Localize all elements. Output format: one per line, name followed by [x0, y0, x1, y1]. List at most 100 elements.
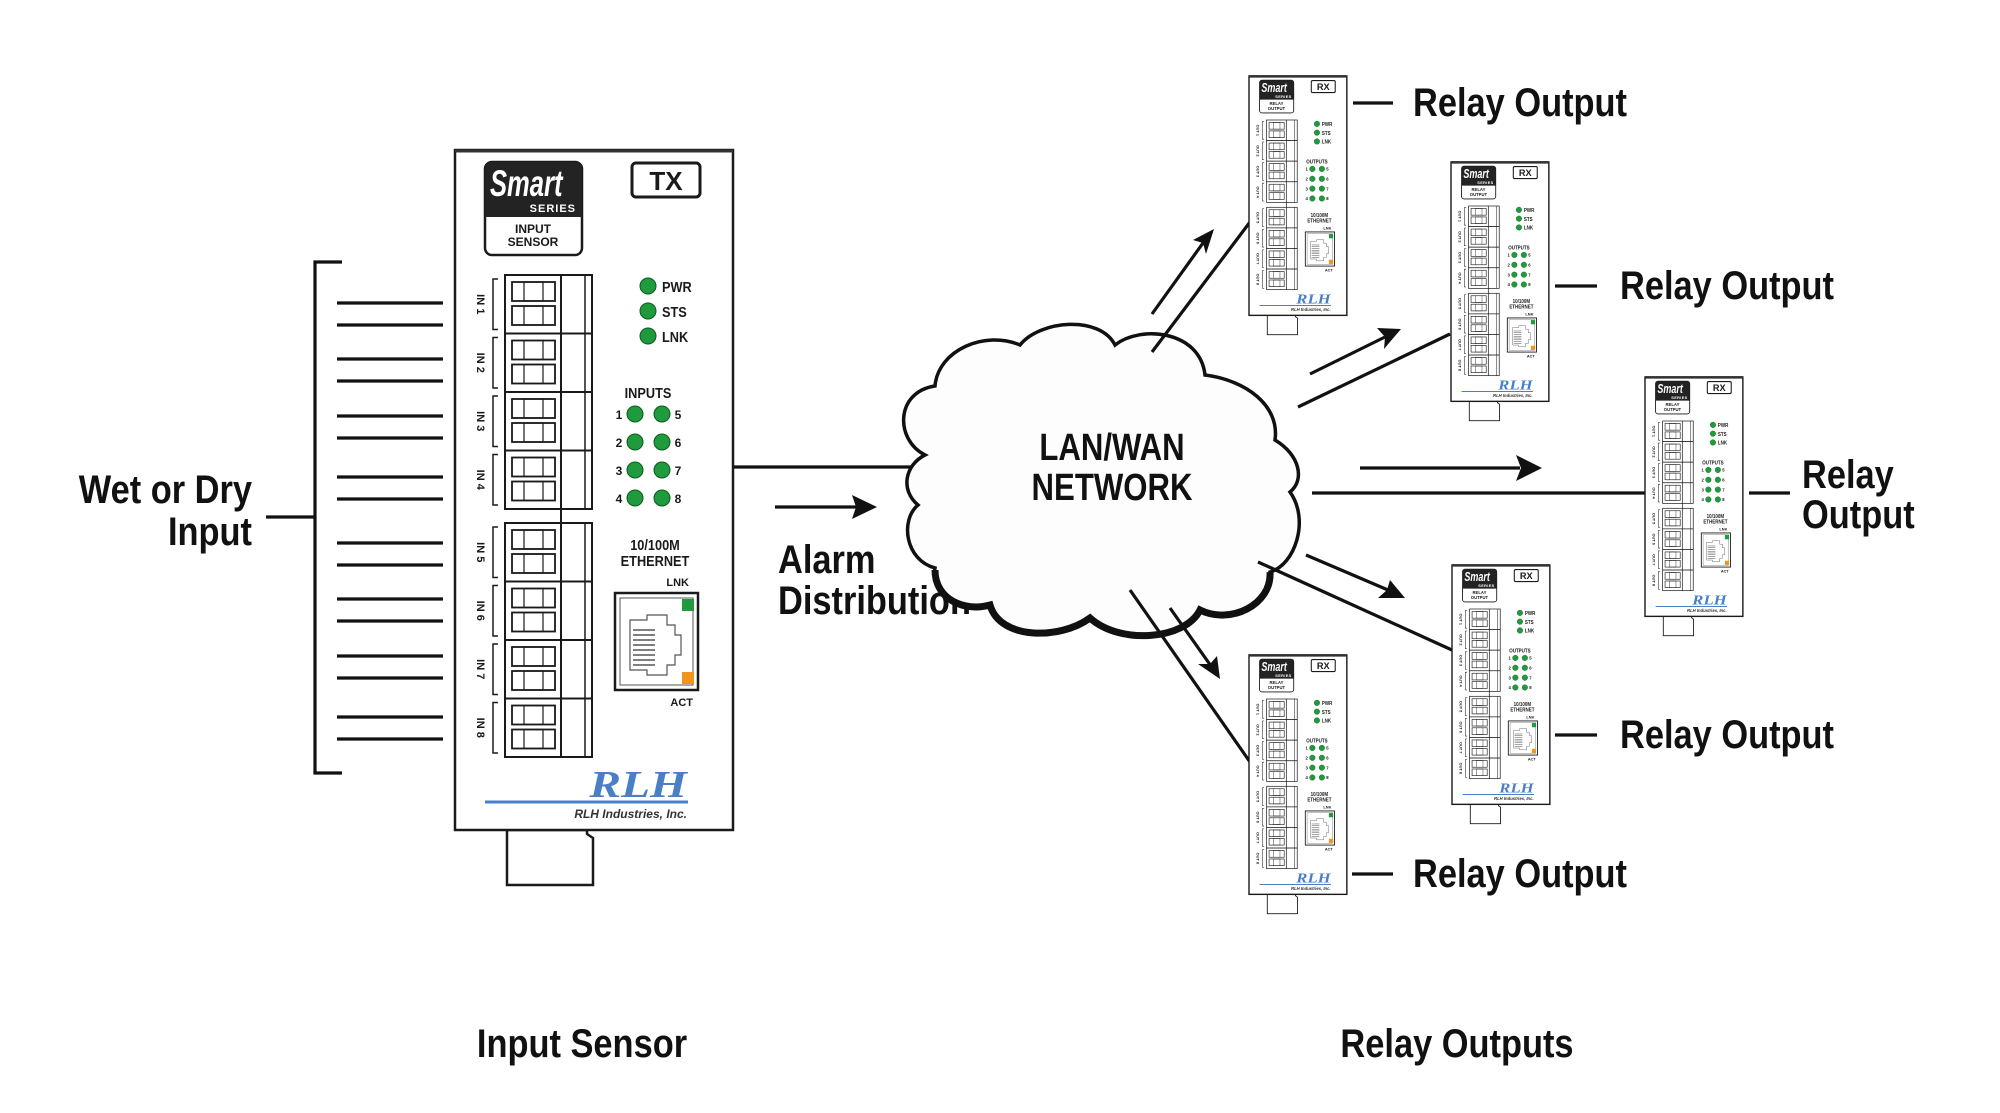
terminal-bracket: [1465, 738, 1468, 757]
terminal-bracket: [1465, 697, 1468, 716]
screw-slot: [511, 646, 556, 667]
io-led-icon: [1705, 466, 1712, 473]
io-led-icon: [1512, 684, 1519, 691]
terminal-4: IN 4: [474, 449, 593, 510]
io-led-icon: [1512, 664, 1519, 671]
led-label: PWR: [662, 278, 692, 295]
screw-slot: [1470, 237, 1487, 245]
terminal-bracket: [1658, 483, 1661, 503]
io-led-icon: [1705, 476, 1712, 483]
terminal-3: OUT 3: [1459, 649, 1501, 672]
io-number: 2: [1306, 756, 1309, 761]
io-led-icon: [1521, 684, 1528, 691]
port-led-label-lnk: LNK: [1526, 714, 1534, 719]
terminal-label: OUT 7: [1459, 742, 1464, 753]
screw-slot-inner: [1476, 640, 1484, 648]
screw-slot: [1664, 539, 1681, 547]
io-led-icon: [653, 461, 671, 479]
io-number: 3: [1306, 186, 1309, 191]
terminal-1: OUT 1: [1256, 119, 1298, 141]
screw-slot: [1470, 278, 1487, 286]
logo-series-text: SERIES: [1275, 94, 1291, 99]
io-number: 8: [1529, 685, 1532, 690]
screw-slot-inner: [523, 587, 544, 609]
terminal-label: OUT 4: [1458, 272, 1463, 284]
screw-slot: [511, 281, 556, 302]
screw-slot-inner: [1273, 279, 1281, 287]
terminal-4: OUT 4: [1652, 482, 1694, 504]
screw-slot-inner: [1669, 551, 1677, 559]
screw-slot: [1268, 809, 1285, 817]
screw-slot: [1664, 580, 1681, 588]
screw-slot-inner: [1273, 750, 1281, 758]
io-led-icon: [1309, 175, 1316, 182]
terminal-bracket: [1658, 530, 1661, 549]
led-sts-icon: [1313, 708, 1320, 715]
terminal-label: OUT 5: [1458, 298, 1463, 310]
terminal-bracket: [1465, 671, 1468, 691]
screw-slot: [1268, 279, 1285, 287]
screw-slot: [1268, 762, 1285, 771]
port-led-lnk-icon: [1328, 234, 1334, 239]
io-number: 2: [616, 436, 623, 450]
screw-slot: [1268, 701, 1285, 709]
screw-slot-inner: [1669, 531, 1677, 539]
io-led-icon: [1318, 165, 1325, 172]
io-led-icon: [1520, 251, 1527, 258]
io-number: 2: [1508, 263, 1511, 268]
port-led-act-icon: [682, 672, 694, 684]
screw-slot-inner: [1476, 768, 1484, 776]
rj45-inner: [1702, 534, 1729, 566]
led-label: STS: [1322, 709, 1331, 715]
io-led-icon: [1521, 664, 1528, 671]
screw-slot-inner: [1669, 443, 1677, 451]
screw-slot-inner: [1475, 216, 1483, 224]
terminal-6: OUT 6: [1459, 716, 1501, 738]
screw-slot: [1268, 250, 1285, 258]
io-number: 3: [616, 464, 623, 478]
rlh-logo: RLH: [1498, 782, 1535, 796]
screw-slot: [1471, 631, 1488, 640]
screw-slot-inner: [1475, 365, 1483, 373]
rj45-socket-icon: [1706, 540, 1725, 563]
io-number: 7: [1326, 186, 1329, 191]
screw-slot: [1268, 788, 1285, 796]
terminal-bracket: [1658, 422, 1661, 441]
io-led-icon: [626, 461, 644, 479]
io-led-icon: [1705, 496, 1712, 503]
terminal-label: OUT 8: [1256, 853, 1261, 865]
port-led-act-icon: [1531, 748, 1537, 753]
led-label: STS: [1525, 619, 1534, 625]
screw-slot-inner: [1273, 184, 1281, 192]
io-led-icon: [1714, 476, 1721, 483]
screw-slot: [1470, 249, 1487, 257]
relay-output-callout-2: Relay Output: [1555, 263, 1834, 308]
screw-slot-inner: [1476, 652, 1484, 660]
wet-dry-input-label-line2: Input: [168, 509, 252, 554]
terminal-label: OUT 8: [1652, 575, 1657, 587]
io-led-icon: [1714, 466, 1721, 473]
io-heading: OUTPUTS: [1702, 460, 1724, 466]
screw-slot: [1470, 295, 1487, 303]
screw-slot-inner: [1669, 560, 1677, 568]
led-sts-icon: [1709, 430, 1716, 437]
din-clip: [1266, 314, 1299, 336]
relay-outputs-caption: Relay Outputs: [1340, 1021, 1573, 1066]
input-bracket: [313, 260, 342, 775]
terminal-7: OUT 7: [1256, 827, 1298, 849]
ethernet-label-line2: ETHERNET: [621, 552, 690, 569]
terminal-bracket: [1464, 294, 1467, 313]
screw-slot: [511, 728, 556, 750]
terminal-bracket: [1465, 630, 1468, 650]
logo-smart-text: Smart: [490, 162, 564, 204]
terminal-label: OUT 7: [1652, 554, 1657, 565]
screw-slot: [1268, 238, 1285, 246]
screw-slot-inner: [1669, 580, 1677, 588]
relay-output-label: Relay Output: [1413, 851, 1627, 896]
